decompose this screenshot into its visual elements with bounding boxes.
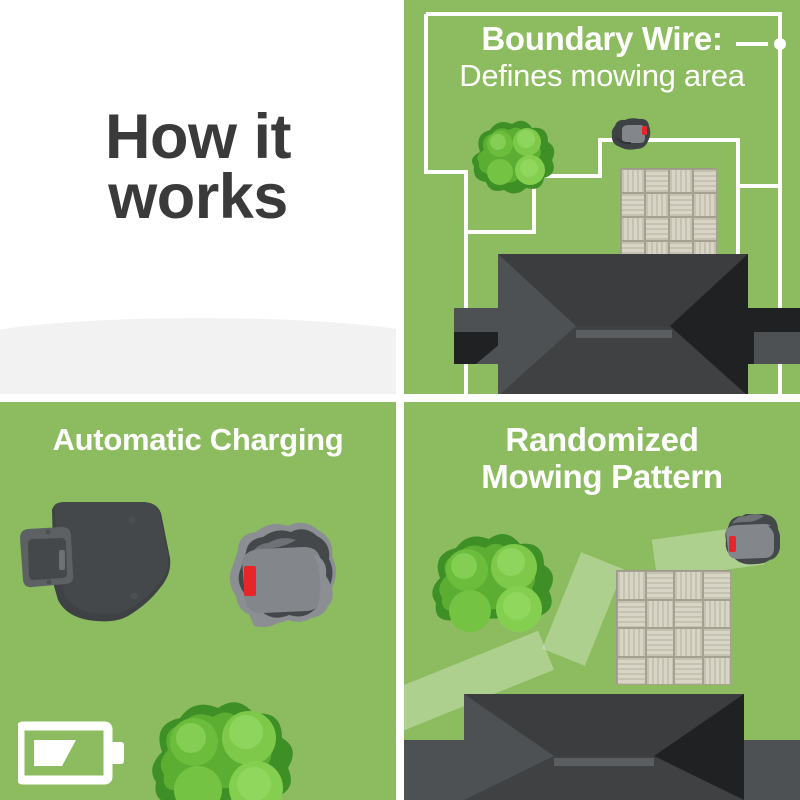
battery-half-icon xyxy=(18,721,124,785)
boundary-wire-title-light: Defines mowing area xyxy=(459,58,745,93)
deck-tile xyxy=(645,169,669,193)
deck-tile xyxy=(674,599,703,628)
boundary-wire-title: Boundary Wire: Defines mowing area xyxy=(404,22,800,92)
deck-tile xyxy=(674,656,703,685)
deck-tile xyxy=(645,599,674,628)
panel-automatic-charging: Automatic Charging xyxy=(0,402,396,800)
page-title-line-1: How it xyxy=(105,102,291,172)
deck-tile xyxy=(669,169,693,193)
robot-mower xyxy=(611,118,651,150)
deck-tile xyxy=(617,599,646,628)
deck-tile xyxy=(693,193,717,217)
deck-tile xyxy=(617,628,646,657)
deck-tile xyxy=(621,193,645,217)
deck-tile xyxy=(645,217,669,241)
deck-tile xyxy=(702,656,731,685)
deck-tile xyxy=(693,169,717,193)
deck-patio xyxy=(620,168,717,265)
deck-tile xyxy=(645,656,674,685)
deck-tile xyxy=(669,193,693,217)
deck-tile xyxy=(645,193,669,217)
wire-line-dot-icon xyxy=(736,38,786,50)
panel-randomized-mowing-pattern: Randomized Mowing Pattern xyxy=(404,402,800,800)
deck-tile xyxy=(617,656,646,685)
deck-tile xyxy=(669,217,693,241)
page-title: How it works xyxy=(0,106,396,232)
deck-tile xyxy=(645,571,674,600)
deck-tile xyxy=(674,628,703,657)
robot-mower xyxy=(725,514,780,565)
randomized-pattern-title-line-1: Randomized xyxy=(505,421,699,458)
deck-tile xyxy=(621,169,645,193)
robot-mower xyxy=(229,522,336,628)
boundary-wire-title-bold: Boundary Wire: xyxy=(481,20,723,57)
bush-cluster xyxy=(432,534,553,632)
legend-dot xyxy=(774,38,786,50)
deck-tile xyxy=(617,571,646,600)
deck-tile xyxy=(702,599,731,628)
deck-tile xyxy=(702,571,731,600)
deck-tile xyxy=(693,217,717,241)
ground-curve-shape xyxy=(0,318,396,394)
charging-dock xyxy=(20,502,171,622)
deck-tile xyxy=(621,217,645,241)
panel-boundary-wire: Boundary Wire: Defines mowing area xyxy=(404,0,800,394)
randomized-pattern-title: Randomized Mowing Pattern xyxy=(404,421,800,496)
deck-patio xyxy=(616,570,731,685)
deck-tile xyxy=(645,628,674,657)
panel-how-it-works: How it works xyxy=(0,0,396,394)
page-title-line-2: works xyxy=(108,161,288,232)
automatic-charging-title: Automatic Charging xyxy=(52,422,344,457)
deck-tile xyxy=(702,628,731,657)
legend-line xyxy=(736,42,768,46)
deck-tile xyxy=(674,571,703,600)
bush-cluster xyxy=(472,120,555,194)
house-roof xyxy=(454,254,800,394)
house-roof xyxy=(404,694,800,800)
randomized-pattern-title-line-2: Mowing Pattern xyxy=(481,457,723,495)
bush-cluster xyxy=(152,702,293,800)
